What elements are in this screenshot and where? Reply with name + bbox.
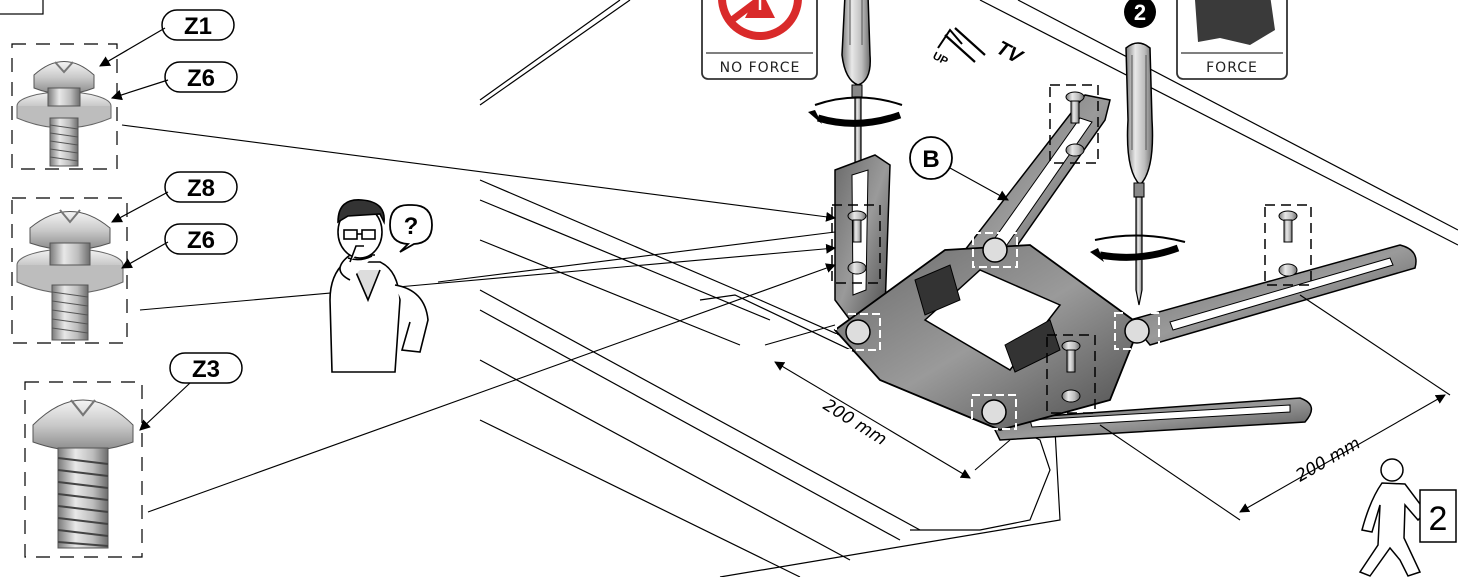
screw-z8-z6 [11, 197, 128, 344]
tv-label: TV [993, 37, 1027, 69]
page-step-number: 2 [1429, 500, 1448, 538]
step-marker-number: 2 [1134, 0, 1146, 25]
part-z6-mid-label: Z6 [187, 227, 215, 254]
height-dimension-label: 200 mm [1293, 434, 1364, 487]
confused-person-icon [329, 199, 429, 373]
question-bubble: ? [389, 204, 433, 253]
corner-box [0, 0, 44, 15]
part-z8-label: Z8 [187, 175, 215, 202]
up-label: UP [931, 50, 950, 68]
dimension-height [1099, 294, 1451, 521]
question-mark: ? [404, 213, 419, 240]
part-z3-callout: Z3 [139, 352, 243, 431]
part-z6-mid-callout: Z6 [121, 223, 238, 269]
part-z6-top-label: Z6 [187, 65, 215, 92]
no-force-label: NO FORCE [720, 60, 801, 76]
force-label: FORCE [1206, 60, 1258, 76]
leader-lines [121, 124, 836, 513]
bracket-label: B [922, 146, 939, 173]
part-z3-label: Z3 [192, 356, 220, 383]
screwdriver-icon [1090, 42, 1186, 306]
walking-person-icon [1358, 458, 1427, 577]
part-z1-callout: Z1 [99, 9, 235, 67]
orientation-marker: UP TV [931, 27, 1027, 69]
screw-z1-z6 [11, 43, 118, 170]
part-z8-callout: Z8 [111, 171, 238, 223]
dimension-width [764, 324, 1011, 479]
screw-z3 [24, 381, 143, 558]
bracket-label-callout: B [909, 136, 1009, 201]
no-force-sign: NO FORCE [701, 0, 818, 80]
width-dimension-label: 200 mm [819, 395, 890, 450]
step-marker: 2 [1124, 0, 1156, 28]
force-sign: FORCE [1176, 0, 1288, 80]
part-z1-label: Z1 [184, 13, 212, 40]
page-step-box: 2 [1419, 489, 1457, 543]
part-z6-top-callout: Z6 [110, 61, 238, 101]
bracket-screws [831, 84, 1312, 414]
